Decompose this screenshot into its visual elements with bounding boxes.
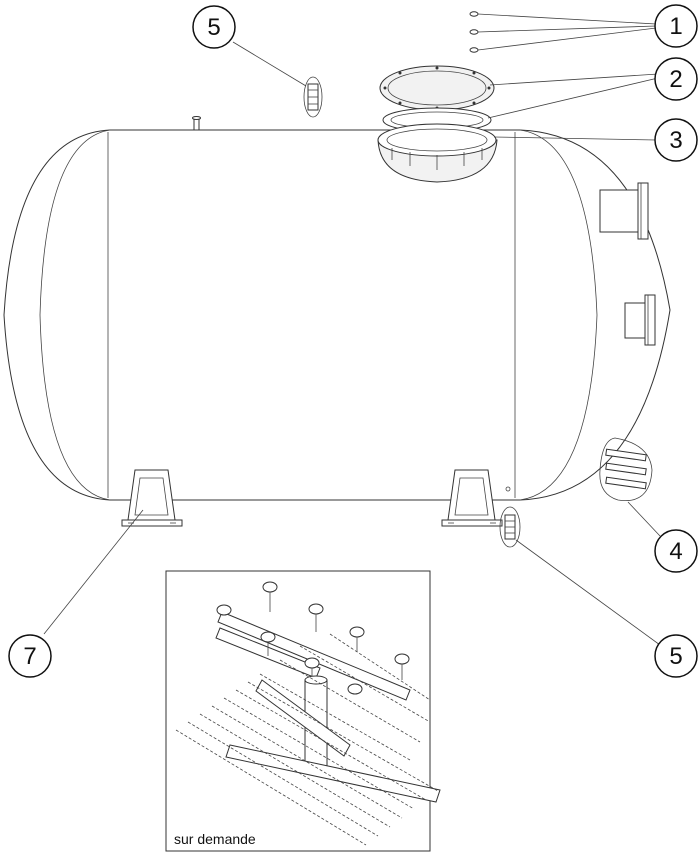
callout-7-number: 7 xyxy=(23,643,36,670)
leader-lines xyxy=(43,13,661,646)
manhole-collar xyxy=(377,123,498,183)
callout-1-number: 1 xyxy=(669,13,682,40)
sight-glass-top xyxy=(303,76,323,118)
callout-5-top: 5 xyxy=(192,5,236,49)
support-foot-right xyxy=(441,469,503,527)
callout-4: 4 xyxy=(654,529,698,573)
drain-valve-bottom xyxy=(499,506,521,548)
callout-7: 7 xyxy=(8,634,52,678)
distributor-heads xyxy=(216,581,410,695)
lateral-arms xyxy=(175,633,439,846)
callout-5-bottom-number: 5 xyxy=(669,643,682,670)
callout-3: 3 xyxy=(654,118,698,162)
flange-detail xyxy=(599,437,653,502)
support-foot-left xyxy=(121,469,183,527)
manhole-cover xyxy=(379,65,495,111)
side-nozzle-upper xyxy=(599,182,649,240)
callout-5-bottom: 5 xyxy=(654,634,698,678)
callout-5-top-number: 5 xyxy=(207,14,220,41)
inset-caption: sur demande xyxy=(174,831,256,847)
manhole-bolts xyxy=(469,11,479,53)
callout-2-number: 2 xyxy=(669,66,682,93)
callout-2: 2 xyxy=(654,57,698,101)
callout-3-number: 3 xyxy=(669,127,682,154)
tank-body xyxy=(3,116,671,501)
callout-4-number: 4 xyxy=(669,538,682,565)
side-nozzle-lower xyxy=(624,294,656,346)
callout-1: 1 xyxy=(654,4,698,48)
lateral-collector-assembly xyxy=(175,581,441,846)
